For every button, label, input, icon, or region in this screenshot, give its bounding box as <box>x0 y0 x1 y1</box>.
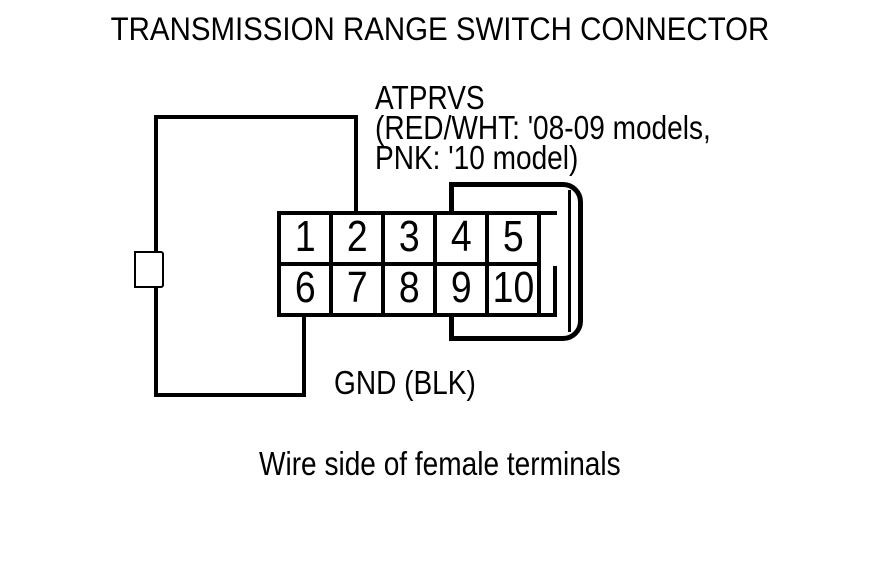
wire-atprvs-drop-to-pin2 <box>354 115 358 215</box>
pin-cell-10: 10 <box>489 262 541 317</box>
diagram-title: TRANSMISSION RANGE SWITCH CONNECTOR <box>110 11 770 47</box>
terminal-view-caption: Wire side of female terminals <box>259 445 621 482</box>
pin-cell-9: 9 <box>437 262 489 317</box>
pin-number-6: 6 <box>294 262 316 312</box>
pin-cell-4: 4 <box>437 211 489 266</box>
atprvs-wire-label: ATPRVS (RED/WHT: '08-09 models, PNK: '10… <box>375 79 711 176</box>
gnd-wire-label: GND (BLK) <box>334 364 476 401</box>
pin-cell-5: 5 <box>489 211 541 266</box>
connector-housing-inner-edge <box>568 190 571 332</box>
pin-cell-3: 3 <box>385 211 437 266</box>
pin-row-1: 1 2 3 4 5 <box>281 211 557 266</box>
atprvs-wire-label-line3: PNK: '10 model) <box>375 139 579 176</box>
pin-cell-2: 2 <box>333 211 385 266</box>
pin-cell-6: 6 <box>281 262 333 317</box>
wire-gnd-riser-from-pin6 <box>302 313 306 397</box>
pin-number-2: 2 <box>346 211 368 261</box>
pin-cell-1: 1 <box>281 211 333 266</box>
pin-number-10: 10 <box>492 262 534 312</box>
atprvs-wire-label-line1: ATPRVS <box>375 79 485 116</box>
pin-grid: 1 2 3 4 5 6 7 8 9 10 <box>277 211 557 317</box>
pin-number-3: 3 <box>398 211 420 261</box>
pin-cell-7: 7 <box>333 262 385 317</box>
pin-cell-8: 8 <box>385 262 437 317</box>
inline-connector-symbol <box>134 251 164 288</box>
pin-number-5: 5 <box>502 211 524 261</box>
pin-number-8: 8 <box>398 262 420 312</box>
pin-number-1: 1 <box>294 211 316 261</box>
keyway-cell <box>541 266 557 317</box>
pin-number-7: 7 <box>346 262 368 312</box>
pin-number-9: 9 <box>450 262 472 312</box>
pin-number-4: 4 <box>450 211 472 261</box>
wire-atprvs-horizontal <box>154 115 358 119</box>
pin-row-2: 6 7 8 9 10 <box>281 262 557 317</box>
atprvs-wire-label-line2: (RED/WHT: '08-09 models, <box>375 109 711 146</box>
wire-gnd-horizontal <box>154 393 306 397</box>
